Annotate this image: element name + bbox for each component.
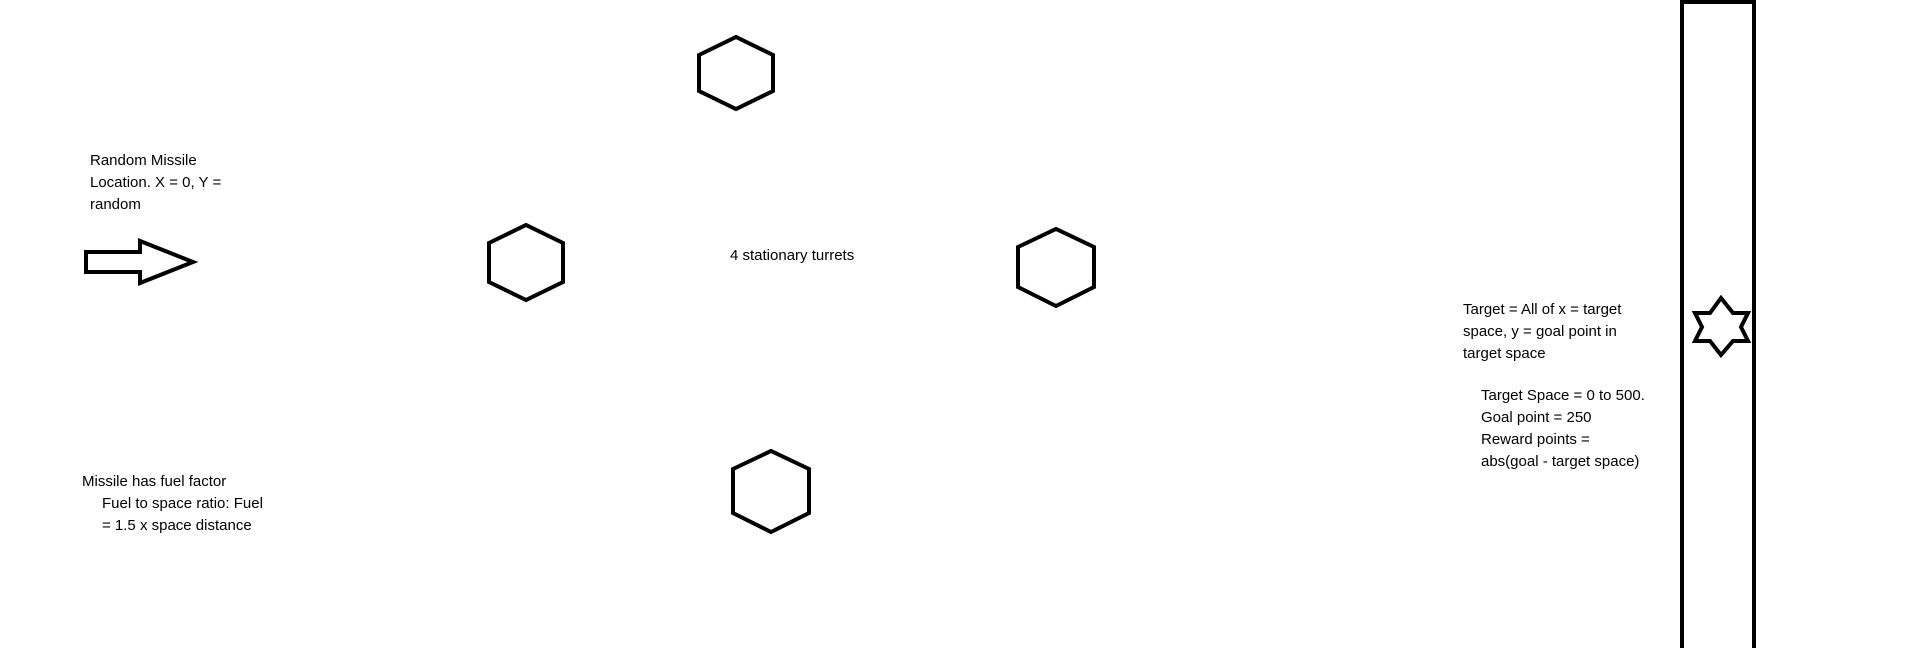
hexagon-icon: [1016, 226, 1096, 309]
fuel-note: Missile has fuel factor Fuel to space ra…: [82, 449, 322, 559]
fuel-note-detail: Fuel to space ratio: Fuel = 1.5 x space …: [102, 495, 263, 534]
target-space-note: Target Space = 0 to 500. Goal point = 25…: [1481, 387, 1645, 470]
arrow-right-icon: [84, 238, 199, 286]
missile-location-note: Random Missile Location. X = 0, Y = rand…: [90, 152, 222, 213]
six-pointed-star-icon: [1691, 294, 1752, 359]
turrets-note: 4 stationary turrets: [730, 247, 855, 264]
hexagon-icon: [487, 222, 565, 303]
target-space-rectangle: [1680, 0, 1756, 648]
hexagon-icon: [697, 34, 775, 112]
fuel-note-heading: Missile has fuel factor: [82, 473, 227, 490]
target-note: Target = All of x = target space, y = go…: [1463, 301, 1622, 362]
hexagon-icon: [731, 448, 811, 535]
